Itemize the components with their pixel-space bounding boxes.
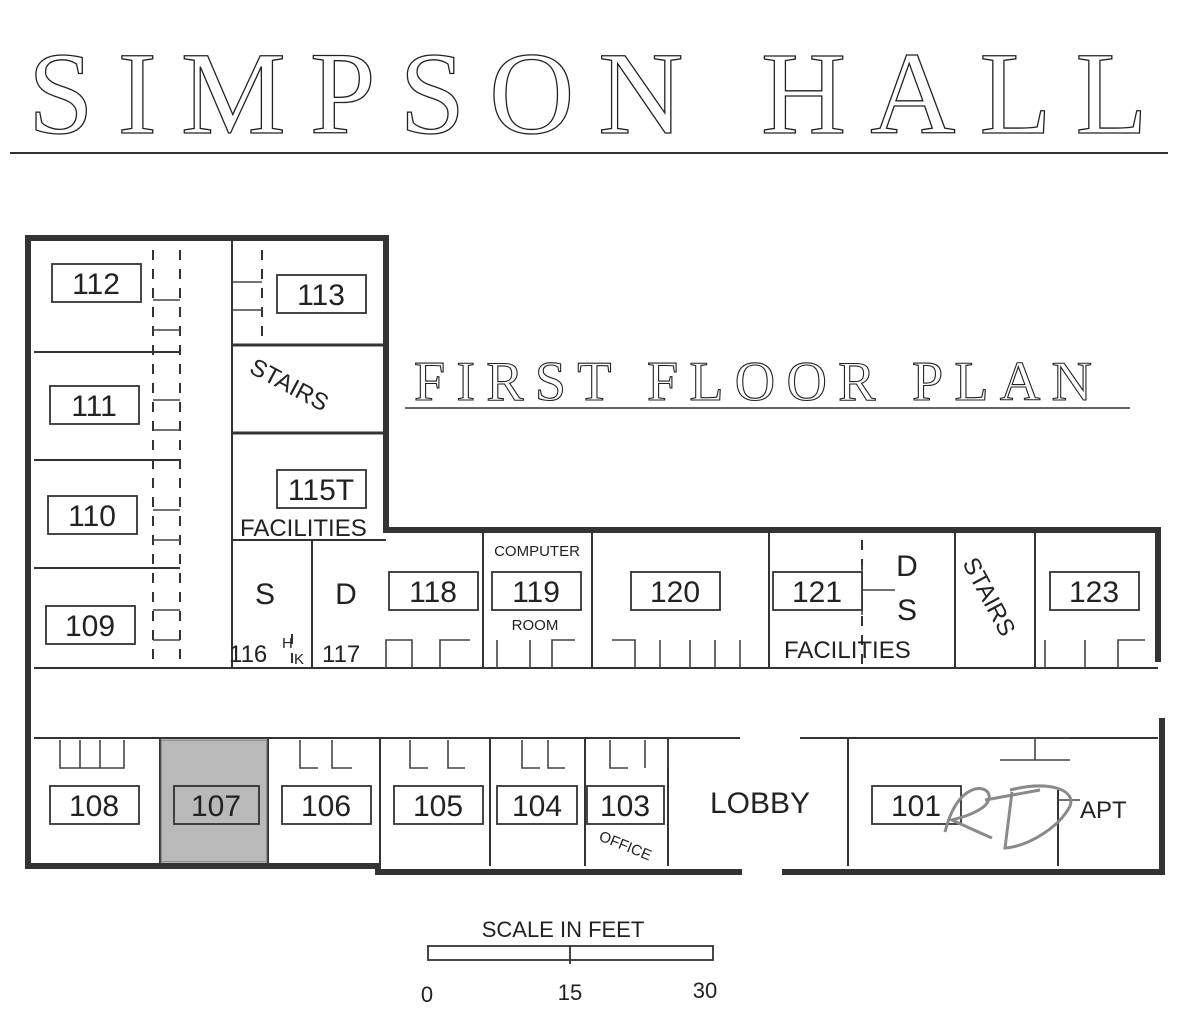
room-word-label: ROOM xyxy=(512,617,559,634)
lobby-label: LOBBY xyxy=(710,787,810,820)
svg-text:101: 101 xyxy=(891,790,941,823)
computer-label: COMPUTER xyxy=(494,543,580,560)
room-123: 123 xyxy=(1049,571,1140,611)
room-106: 106 xyxy=(281,785,372,825)
svg-text:104: 104 xyxy=(512,790,562,823)
svg-text:106: 106 xyxy=(301,790,351,823)
svg-text:108: 108 xyxy=(69,790,119,823)
room-111: 111 xyxy=(49,385,140,425)
north-core-walls xyxy=(232,250,386,668)
svg-text:120: 120 xyxy=(650,576,700,609)
scale-title: SCALE IN FEET xyxy=(482,917,645,942)
apt-label: APT xyxy=(1080,797,1127,824)
svg-text:109: 109 xyxy=(65,610,115,643)
room-104: 104 xyxy=(496,785,578,825)
hk-h-label: H xyxy=(282,635,293,652)
room-120: 120 xyxy=(630,571,721,611)
room-113: 113 xyxy=(276,274,367,314)
room-109: 109 xyxy=(45,605,136,645)
room-105: 105 xyxy=(393,785,484,825)
room-103: 103 xyxy=(586,785,665,825)
scale-tick-15: 15 xyxy=(558,980,582,1005)
south-wing-walls xyxy=(59,737,1080,866)
svg-text:110: 110 xyxy=(68,500,116,533)
plan-title: FIRST FLOOR PLAN xyxy=(414,351,1092,413)
dryer-label: D xyxy=(335,578,357,611)
s-east-label: S xyxy=(897,594,917,627)
stairs-east-label: STAIRS xyxy=(957,553,1021,641)
room-115t: 115T xyxy=(276,469,367,509)
svg-text:107: 107 xyxy=(191,790,241,823)
shower-label: S xyxy=(255,578,275,611)
room-107: 107 xyxy=(173,785,260,825)
room-116-label: 116 xyxy=(229,641,267,668)
svg-text:112: 112 xyxy=(72,268,120,301)
exterior-wall xyxy=(25,235,1165,875)
room-121: 121 xyxy=(772,571,863,611)
svg-text:118: 118 xyxy=(409,576,457,609)
handwritten-initials-stamp xyxy=(943,784,1073,850)
svg-text:113: 113 xyxy=(297,279,345,312)
scale-tick-30: 30 xyxy=(693,978,717,1003)
svg-text:103: 103 xyxy=(600,790,650,823)
d-east-label: D xyxy=(896,550,918,583)
room-117-label: 117 xyxy=(322,641,360,668)
office-label: OFFICE xyxy=(597,828,654,864)
room-118: 118 xyxy=(388,571,479,611)
facilities-north-label: FACILITIES xyxy=(240,515,367,542)
room-101: 101 xyxy=(871,785,962,825)
building-title: SIMPSON HALL xyxy=(28,28,1172,159)
stairs-north-label: STAIRS xyxy=(245,353,333,417)
facilities-east-label: FACILITIES xyxy=(784,637,911,664)
room-108: 108 xyxy=(49,785,140,825)
west-wing-walls xyxy=(34,250,181,660)
room-119: 119 xyxy=(491,571,582,611)
room-110: 110 xyxy=(47,495,138,535)
svg-text:121: 121 xyxy=(792,576,842,609)
room-112: 112 xyxy=(51,263,142,303)
svg-text:123: 123 xyxy=(1069,576,1119,609)
svg-text:119: 119 xyxy=(512,576,560,609)
hk-k-label: K xyxy=(294,651,304,668)
scale-bar: SCALE IN FEET 0 15 30 xyxy=(421,917,717,1007)
east-wing-north-walls xyxy=(385,530,1145,668)
svg-text:105: 105 xyxy=(413,790,463,823)
svg-text:115T: 115T xyxy=(288,474,354,507)
scale-tick-0: 0 xyxy=(421,982,433,1007)
svg-text:111: 111 xyxy=(71,390,117,423)
